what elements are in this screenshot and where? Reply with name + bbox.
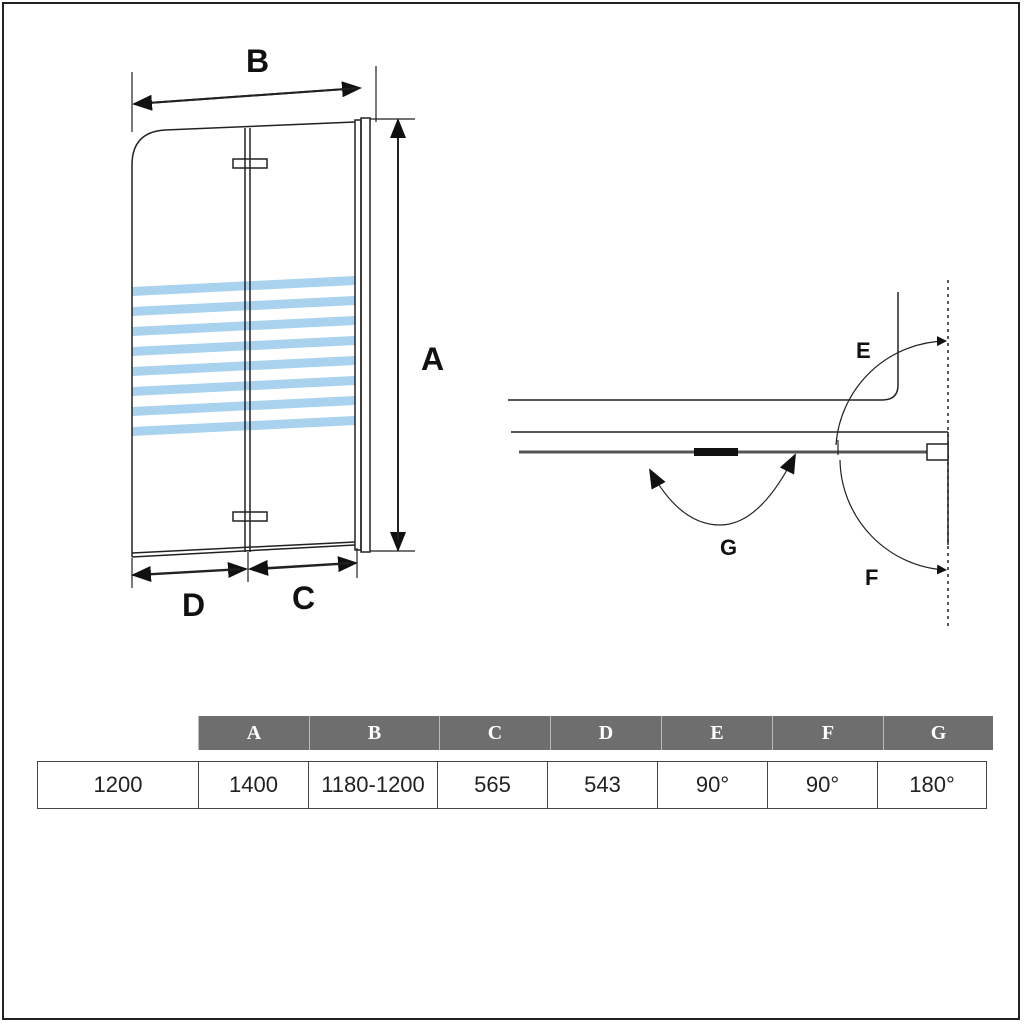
label-g: G (720, 535, 737, 560)
door-top-view (508, 280, 949, 630)
label-b: B (246, 43, 269, 79)
header-f: F (772, 716, 884, 750)
value-size: 1200 (37, 761, 199, 809)
value-g: 180° (877, 761, 987, 809)
header-g: G (883, 716, 993, 750)
hinge-bottom (232, 511, 268, 522)
dimension-b (131, 66, 377, 132)
label-a: A (421, 341, 444, 377)
value-c: 565 (437, 761, 548, 809)
dimension-d-c (131, 548, 358, 588)
label-e: E (856, 338, 871, 363)
dimension-table-header: A B C D E F G (198, 716, 993, 750)
header-d: D (550, 716, 662, 750)
value-d: 543 (547, 761, 658, 809)
hinge-block (694, 448, 738, 456)
dimension-a (370, 118, 415, 552)
value-b: 1180-1200 (308, 761, 438, 809)
header-a: A (198, 716, 310, 750)
label-d: D (182, 587, 205, 623)
header-e: E (661, 716, 773, 750)
label-f: F (865, 565, 878, 590)
value-a: 1400 (198, 761, 309, 809)
value-f: 90° (767, 761, 878, 809)
header-c: C (439, 716, 551, 750)
hinge-top (232, 158, 268, 169)
label-c: C (292, 580, 315, 616)
frosted-stripes (132, 276, 355, 436)
door-front-view (131, 117, 371, 558)
header-b: B (309, 716, 440, 750)
value-e: 90° (657, 761, 768, 809)
dimension-table-values: 1200 1400 1180-1200 565 543 90° 90° 180° (37, 761, 987, 809)
